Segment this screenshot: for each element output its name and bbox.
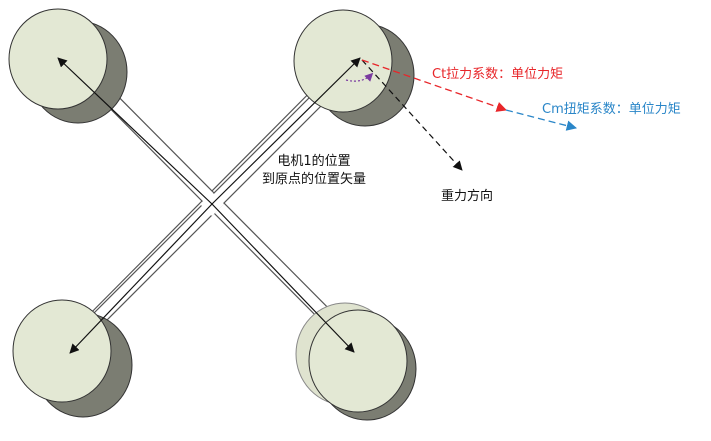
position-vector-arrow — [211, 57, 361, 205]
ct-arrow — [361, 59, 507, 112]
rotor-bottom-left — [12, 299, 133, 418]
angle-arc — [345, 72, 374, 82]
gravity-arrow — [361, 59, 463, 171]
cm-label: Cm扭矩系数：单位力矩 — [542, 102, 681, 117]
position-vector-arrow — [211, 203, 355, 353]
cm-arrow — [505, 109, 578, 131]
motor-position-label-line2: 到原点的位置矢量 — [262, 172, 367, 187]
ct-label: Ct拉力系数：单位力矩 — [432, 67, 564, 82]
gravity-label: 重力方向 — [441, 189, 494, 204]
position-vector-arrow — [69, 203, 213, 354]
position-vector-arrow — [57, 57, 213, 205]
motor-position-label-line1: 电机1的位置 — [277, 154, 351, 169]
motor-position-label: 电机1的位置 到原点的位置矢量 — [262, 153, 366, 189]
rotor-bottom-right — [295, 302, 417, 421]
